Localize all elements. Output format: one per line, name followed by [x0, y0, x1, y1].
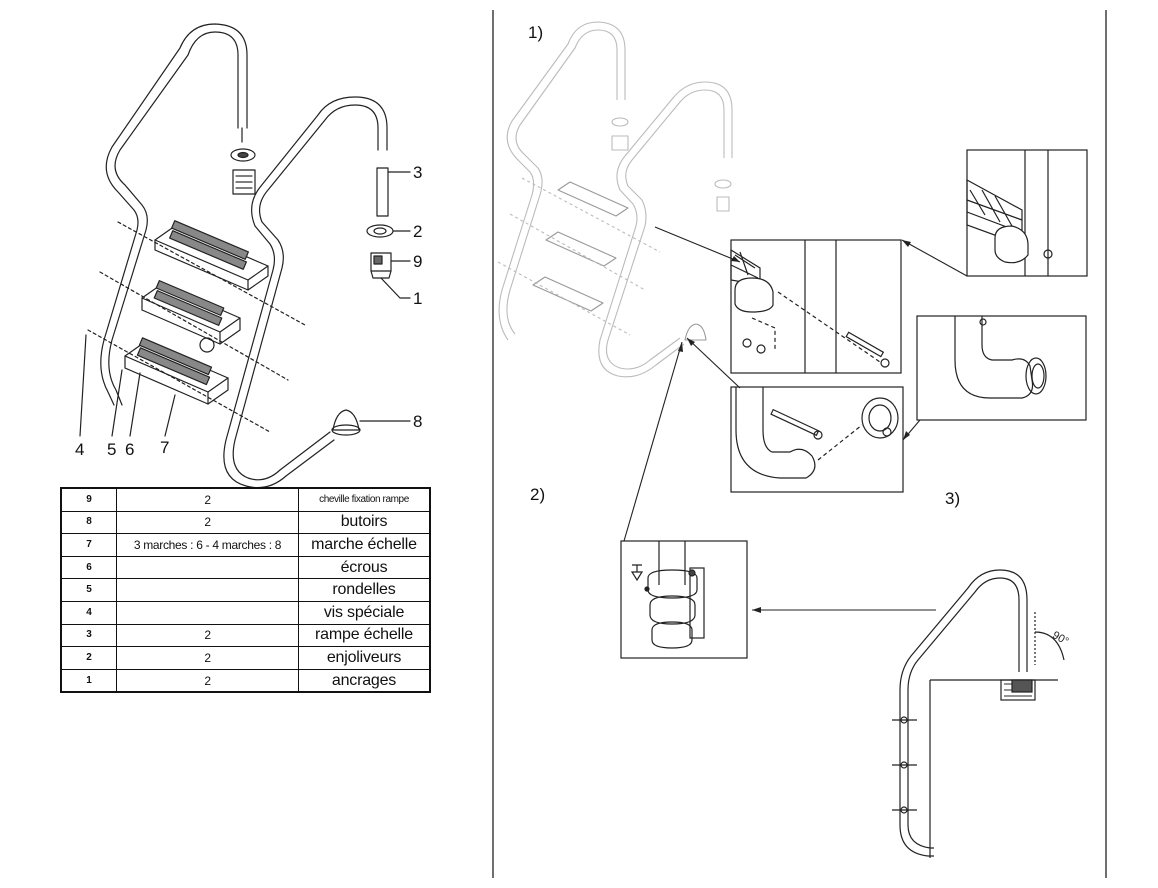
leader-bumper-detail — [686, 337, 741, 389]
description-cell: marche échelle — [298, 533, 431, 557]
arrowhead — [678, 342, 683, 352]
detail-step-bolt — [730, 239, 902, 374]
step-top — [117, 220, 306, 326]
detail-bumper-assembled — [916, 315, 1087, 421]
description-cell: enjoliveurs — [298, 646, 431, 670]
quantity-cell — [116, 600, 299, 625]
quantity-cell — [116, 555, 299, 580]
installed-ladder-view — [892, 569, 1065, 858]
part-number-cell: 4 — [60, 600, 117, 625]
leader-step-detail — [654, 226, 741, 263]
arrowhead — [902, 240, 911, 247]
exploded-ladder-view — [79, 23, 411, 489]
quantity-cell: 2 — [116, 668, 299, 693]
callout-2: 2 — [413, 222, 422, 241]
part-number-cell: 5 — [60, 578, 117, 602]
part-number-cell: 6 — [60, 555, 117, 580]
part-number-cell: 8 — [60, 510, 117, 535]
part-number-cell: 1 — [60, 668, 117, 693]
description-cell: ancrages — [298, 668, 431, 693]
arrowhead — [903, 431, 910, 440]
quantity-cell — [116, 578, 299, 602]
callout-9: 9 — [413, 252, 422, 271]
description-cell: vis spéciale — [298, 600, 431, 625]
step-1-label: 1) — [528, 23, 543, 42]
part-number-cell: 9 — [60, 487, 117, 512]
arrowhead — [752, 607, 761, 613]
leader-assembled-detail — [901, 239, 968, 277]
quantity-cell: 2 — [116, 487, 299, 512]
assembled-ladder-view — [497, 21, 733, 378]
description-cell: écrous — [298, 555, 431, 580]
description-cell: rampe échelle — [298, 623, 431, 648]
step-bottom — [87, 329, 271, 433]
callout-8: 8 — [413, 412, 422, 431]
callout-1: 1 — [413, 289, 422, 308]
description-cell: rondelles — [298, 578, 431, 602]
table-row: 6 écrous — [60, 555, 431, 580]
table-row: 5 rondelles — [60, 578, 431, 602]
leader-anchor-detail — [623, 341, 683, 542]
detail-bumper-fitting — [730, 386, 904, 493]
callout-6: 6 — [125, 440, 134, 459]
description-cell: butoirs — [298, 510, 431, 535]
table-row: 4 vis spéciale — [60, 600, 431, 625]
part-number-cell: 7 — [60, 533, 117, 557]
detail-step-assembled — [966, 149, 1088, 277]
step-3-label: 3) — [945, 489, 960, 508]
quantity-cell: 3 marches : 6 - 4 marches : 8 — [116, 533, 299, 557]
callout-3: 3 — [413, 163, 422, 182]
part-number-cell: 2 — [60, 646, 117, 670]
step-middle — [99, 271, 289, 381]
callout-7: 7 — [160, 438, 169, 457]
quantity-cell: 2 — [116, 623, 299, 648]
quantity-cell: 2 — [116, 646, 299, 670]
quantity-cell: 2 — [116, 510, 299, 535]
arrowhead — [687, 338, 695, 346]
callout-4: 4 — [75, 440, 84, 459]
detail-anchor — [620, 540, 748, 659]
description-cell: cheville fixation rampe — [298, 487, 431, 512]
angle-label: 90° — [1050, 629, 1070, 648]
arrowhead — [731, 256, 740, 262]
part-number-cell: 3 — [60, 623, 117, 648]
step-2-label: 2) — [530, 485, 545, 504]
callout-5: 5 — [107, 440, 116, 459]
